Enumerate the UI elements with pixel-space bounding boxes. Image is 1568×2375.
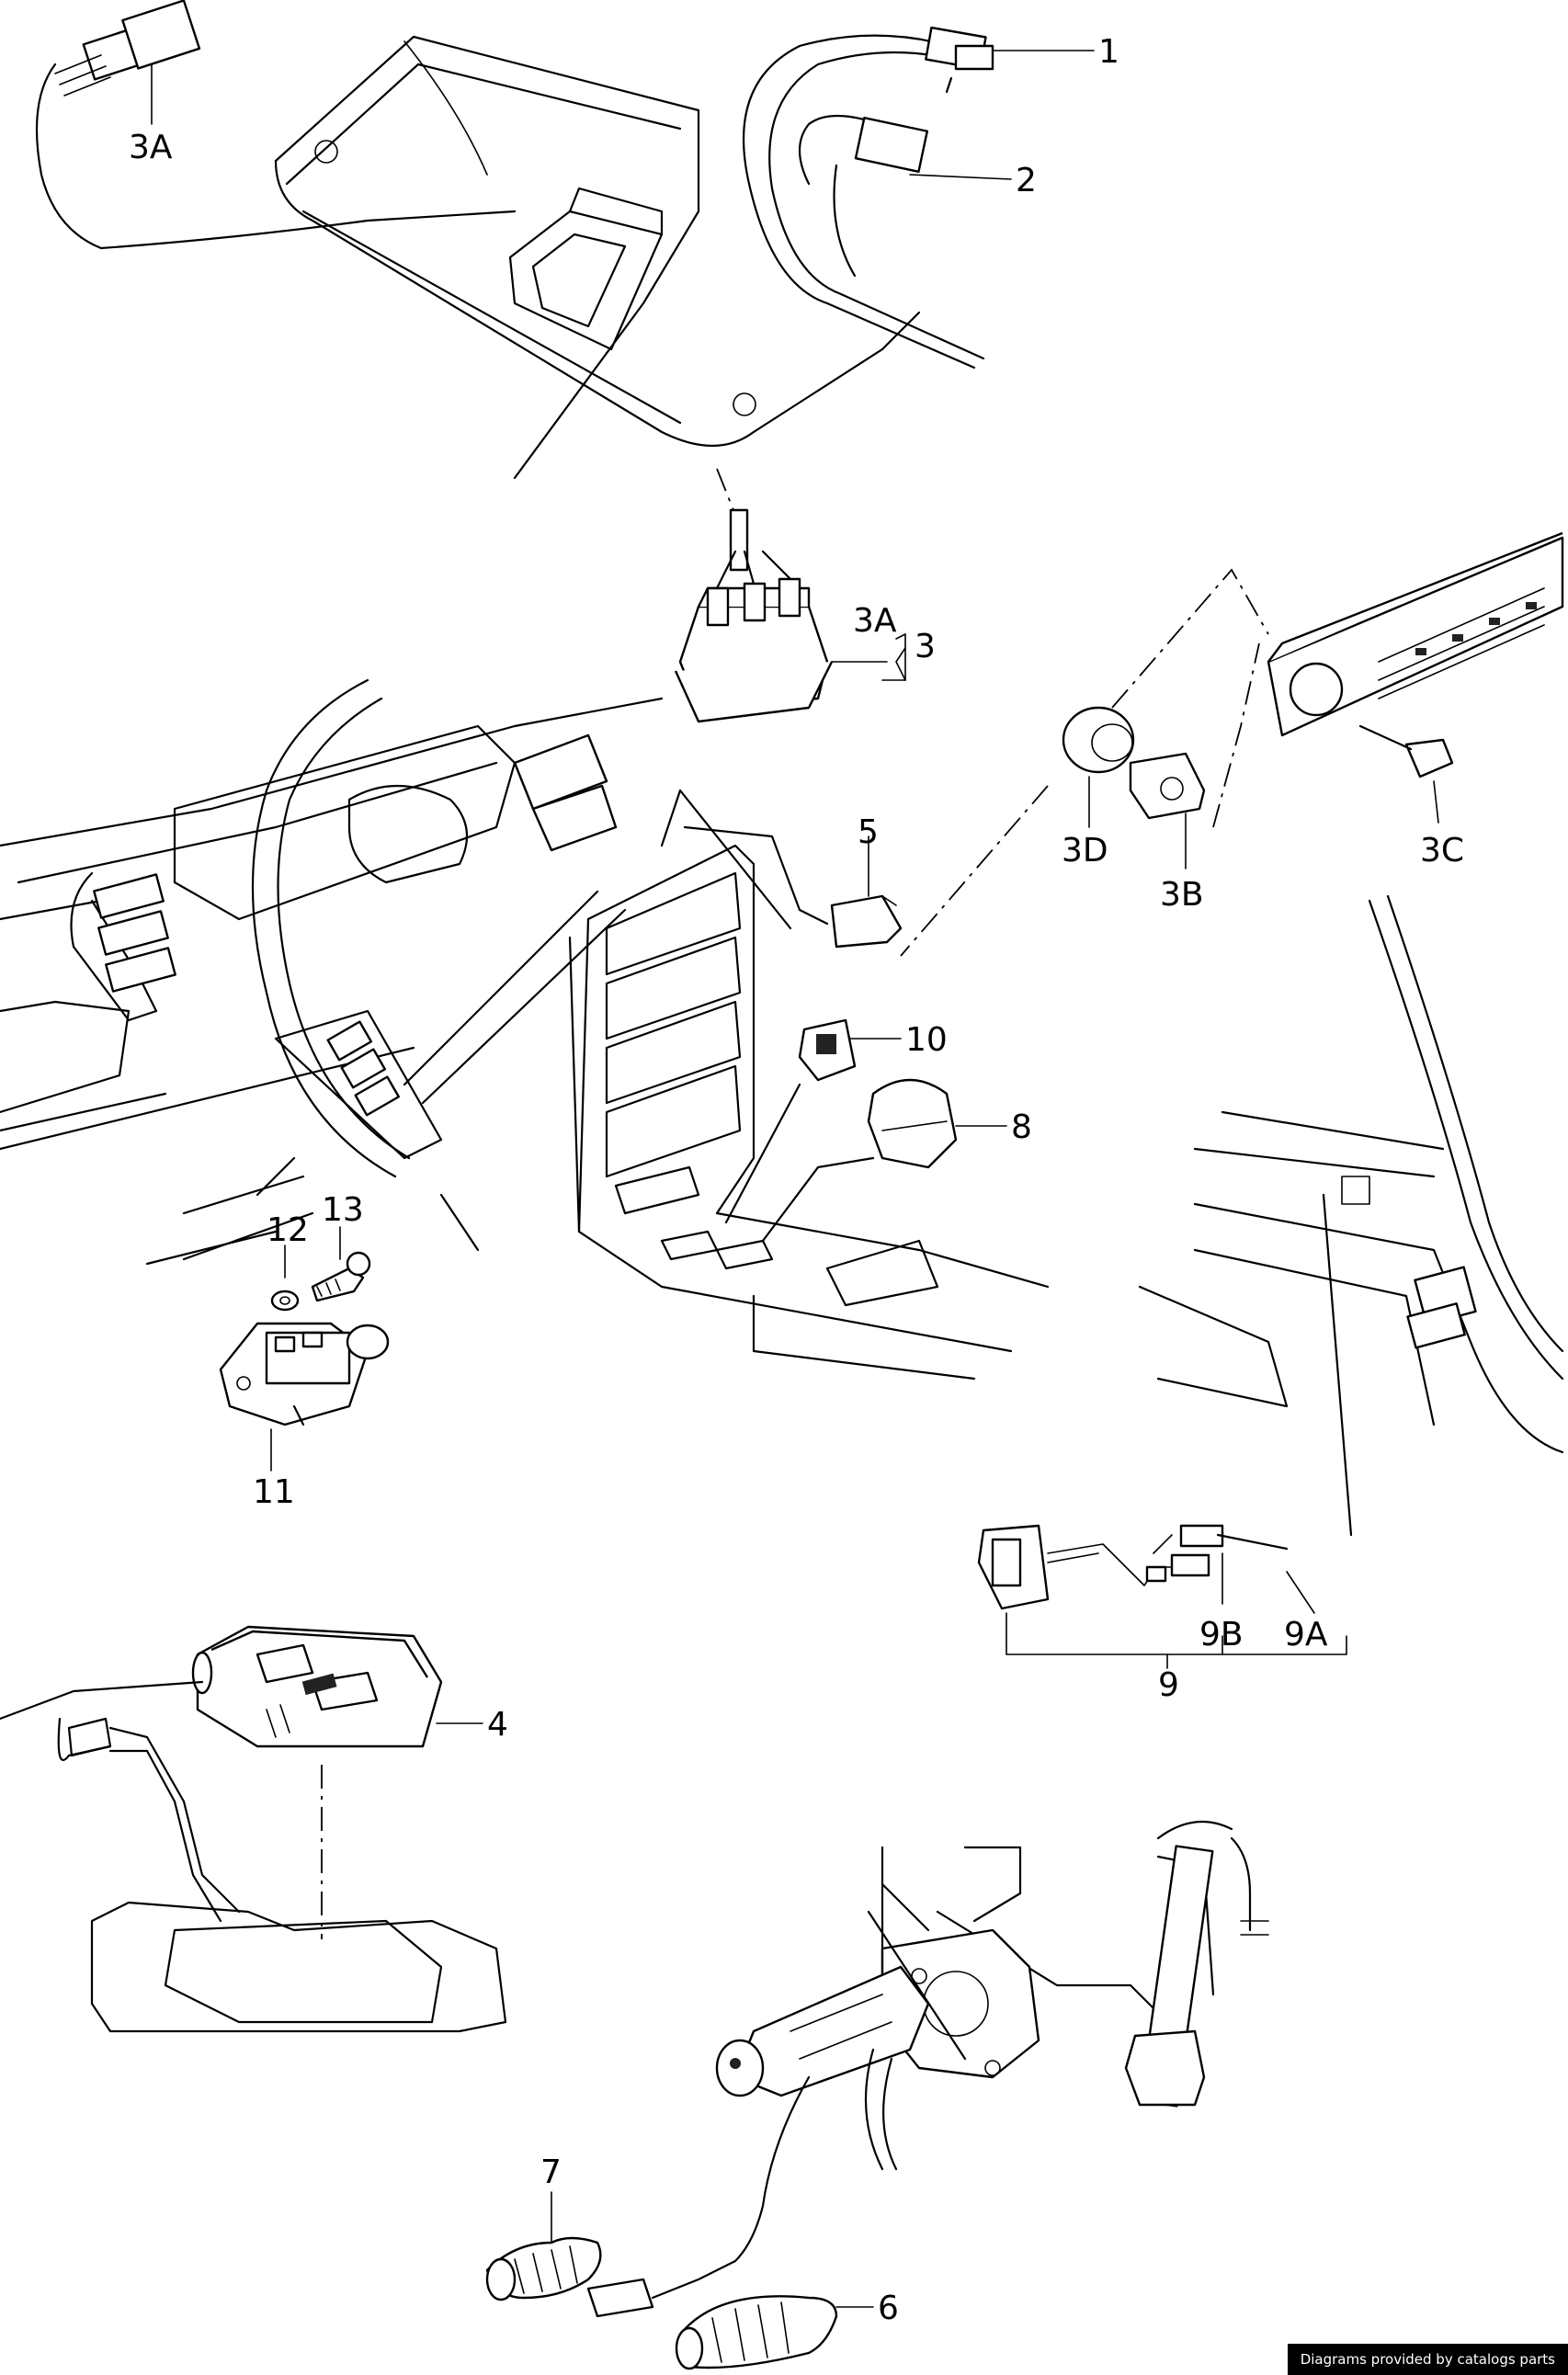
center-console — [568, 844, 1050, 1381]
climate-control-panel — [900, 531, 1564, 957]
callout-3: 3 — [915, 628, 936, 665]
switch-3-block — [674, 468, 834, 723]
callout-10: 10 — [905, 1021, 948, 1059]
switch-9-assembly — [977, 1524, 1289, 1610]
callout-6: 6 — [878, 2290, 899, 2327]
switch-4-armrest — [0, 1625, 507, 2033]
dashboard-illustration — [0, 678, 792, 1261]
door-panel-illustration — [1138, 894, 1564, 1537]
callout-13: 13 — [322, 1191, 364, 1229]
switch-8 — [761, 1078, 958, 1243]
connector-3a-top — [35, 0, 517, 250]
callout-5: 5 — [858, 813, 879, 851]
roof-console-illustration — [274, 35, 921, 480]
callout-4: 4 — [487, 1706, 508, 1744]
callout-8: 8 — [1011, 1108, 1032, 1146]
callout-9a: 9A — [1284, 1616, 1328, 1653]
callout-3a-top: 3A — [129, 129, 173, 166]
switch-10 — [724, 1018, 857, 1224]
credit-footer: Diagrams provided by catalogs parts — [1287, 2344, 1568, 2375]
callout-2: 2 — [1016, 162, 1037, 199]
callout-labels: 1 2 3A 3A 3 5 3D 3B 3C 10 8 12 13 11 9B … — [129, 33, 1464, 2327]
callout-3c: 3C — [1420, 832, 1464, 869]
switch-1-and-2-assembly — [743, 26, 994, 369]
callout-9b: 9B — [1199, 1616, 1244, 1653]
callout-3d: 3D — [1062, 832, 1108, 869]
callout-3b: 3B — [1160, 876, 1204, 914]
callout-1: 1 — [1098, 33, 1119, 71]
callout-12: 12 — [267, 1211, 309, 1249]
switch-5 — [683, 825, 903, 949]
callout-3a-mid: 3A — [853, 602, 897, 640]
switch-11-assembly — [145, 1230, 390, 1426]
callout-11: 11 — [253, 1473, 295, 1511]
grommet-6 — [675, 2295, 838, 2370]
grommet-7 — [485, 2236, 602, 2301]
leader-lines — [151, 50, 1439, 2308]
window-motor-assembly — [586, 1820, 1269, 2318]
callout-9: 9 — [1158, 1666, 1179, 1704]
callout-7: 7 — [540, 2153, 562, 2191]
